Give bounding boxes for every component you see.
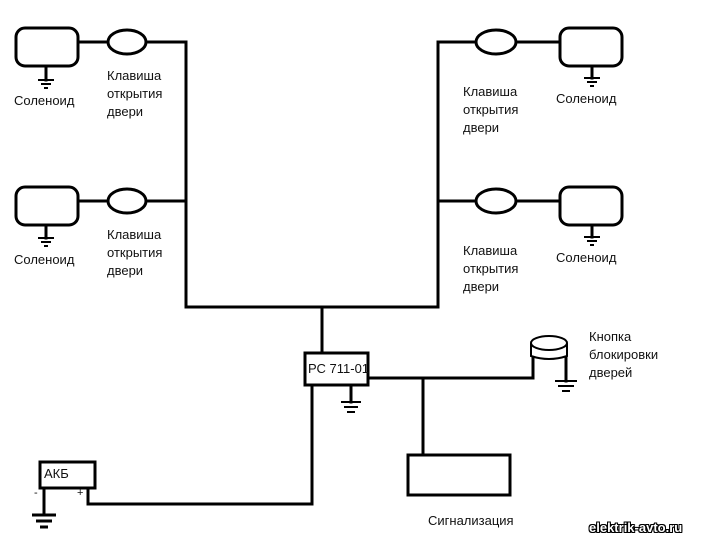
alarm-box xyxy=(406,453,512,497)
lock-button-label-line3: дверей xyxy=(589,365,633,380)
ground-icon-lock-button xyxy=(555,380,577,392)
watermark: elektrik-avto.ru xyxy=(589,520,683,535)
door-switch-label-bottom-left: Клавиша открытия двери xyxy=(107,226,162,280)
solenoid-label-top-right: Соленоид xyxy=(556,91,617,106)
door-switch-bottom-left xyxy=(106,187,148,215)
door-switch-label-line1: Клавиша xyxy=(463,243,518,258)
door-switch-label-top-right: Клавиша открытия двери xyxy=(463,83,518,137)
relay-label: РС 711-01 xyxy=(308,361,370,376)
lock-button-label-line1: Кнопка xyxy=(589,329,632,344)
door-switch-label-line3: двери xyxy=(107,104,144,119)
door-switch-label-top-left: Клавиша открытия двери xyxy=(107,67,162,121)
battery-plus-label: + xyxy=(77,487,84,499)
solenoid-top-right xyxy=(558,26,624,68)
solenoid-bottom-right xyxy=(558,185,624,227)
door-switch-label-line2: открытия xyxy=(107,86,163,101)
ground-icon-solenoid-tr xyxy=(584,77,600,87)
door-switch-label-line3: двери xyxy=(107,263,144,278)
ground-icon-relay xyxy=(341,401,361,413)
lock-button-label: Кнопка блокировки дверей xyxy=(589,328,658,382)
door-switch-label-line2: открытия xyxy=(463,102,519,117)
door-switch-label-bottom-right: Клавиша открытия двери xyxy=(463,242,518,296)
solenoid-label-bottom-left: Соленоид xyxy=(14,252,75,267)
battery-minus-label: - xyxy=(34,487,38,499)
relay-box xyxy=(303,351,370,387)
door-switch-label-line3: двери xyxy=(463,120,500,135)
ground-icon-solenoid-br xyxy=(584,236,600,246)
solenoid-label-bottom-right: Соленоид xyxy=(556,250,617,265)
door-switch-label-line3: двери xyxy=(463,279,500,294)
battery-box xyxy=(38,460,97,490)
lock-button-label-line2: блокировки xyxy=(589,347,659,362)
door-switch-bottom-right xyxy=(474,187,518,215)
ground-icon-solenoid-tl xyxy=(38,79,54,89)
door-switch-label-line2: открытия xyxy=(107,245,163,260)
solenoid-label-top-left: Соленоид xyxy=(14,93,75,108)
ground-icon-solenoid-bl xyxy=(38,237,54,247)
alarm-label: Сигнализация xyxy=(428,513,514,528)
door-switch-label-line1: Клавиша xyxy=(107,68,162,83)
door-switch-label-line1: Клавиша xyxy=(107,227,162,242)
door-switch-top-right xyxy=(474,28,518,56)
solenoid-top-left xyxy=(14,26,80,68)
ground-icon-battery xyxy=(32,513,56,529)
door-switch-label-line1: Клавиша xyxy=(463,84,518,99)
door-switch-label-line2: открытия xyxy=(463,261,519,276)
door-switch-top-left xyxy=(106,28,148,56)
lock-button-icon xyxy=(530,335,568,360)
solenoid-bottom-left xyxy=(14,185,80,227)
battery-label: АКБ xyxy=(44,466,69,481)
